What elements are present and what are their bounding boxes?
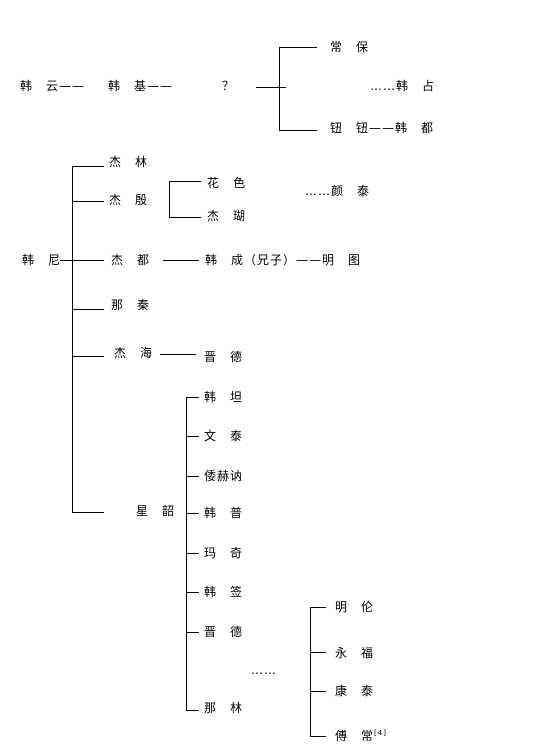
person-jin-de: 晋 德 <box>204 350 244 364</box>
person-ma-qi: 玛 奇 <box>204 546 244 560</box>
person-na-qin: 那 秦 <box>111 298 151 312</box>
footnote-ref: [4] <box>374 729 387 737</box>
bracket-han-ni <box>72 166 73 512</box>
branch-jie-hu <box>169 217 201 218</box>
connector-unknown <box>256 87 286 88</box>
bracket-top <box>279 47 280 130</box>
unknown-person-marker: ？ <box>222 79 236 93</box>
person-jie-du: 杰 都 <box>111 253 151 267</box>
branch-jie-hai <box>72 356 104 357</box>
person-xing-shao: 星 韶 <box>136 504 176 518</box>
branch-yong-fu <box>310 652 326 653</box>
branch-wen-tai <box>186 436 199 437</box>
branch-han-tan <box>186 397 199 398</box>
person-jie-hu: 杰 瑚 <box>207 209 247 223</box>
person-han-cheng: 韩 成（兄子）——明 图 <box>205 253 362 267</box>
branch-jie-lin <box>72 166 104 167</box>
branch-na-qin <box>72 309 104 310</box>
person-hua-se: 花 色 <box>207 176 247 190</box>
branch-jin-de-2 <box>186 632 199 633</box>
connector-jie-hai <box>160 354 196 355</box>
person-chang-bao: 常 保 <box>330 40 370 54</box>
person-jie-hai: 杰 海 <box>114 346 154 360</box>
person-kang-tai: 康 泰 <box>335 684 375 698</box>
person-han-ni: 韩 尼 <box>22 253 62 267</box>
person-han-zhan: ……韩 占 <box>370 79 436 93</box>
bracket-jie-yin <box>169 181 170 217</box>
ellipsis: …… <box>251 663 277 677</box>
person-yan-tai: ……颜 泰 <box>305 184 371 198</box>
branch-fu-chang <box>310 736 326 737</box>
person-jie-yin: 杰 殷 <box>109 193 149 207</box>
branch-niu-niu <box>279 130 317 131</box>
branch-hua-se <box>169 181 201 182</box>
branch-kang-tai <box>310 691 326 692</box>
person-na-lin: 那 林 <box>204 701 244 715</box>
branch-ming-lun <box>310 607 326 608</box>
person-han-tan: 韩 坦 <box>204 390 244 404</box>
person-niu-niu: 钮 钮——韩 都 <box>330 121 435 135</box>
person-wei-he-na: 倭赫讷 <box>204 469 244 483</box>
person-han-ji: 韩 基—— <box>108 79 174 93</box>
branch-jie-du <box>72 260 104 261</box>
branch-chang-bao <box>279 47 317 48</box>
person-jie-lin: 杰 林 <box>109 155 149 169</box>
branch-ma-qi <box>186 553 199 554</box>
person-han-yun: 韩 云—— <box>20 79 86 93</box>
person-jin-de-2: 晋 德 <box>204 625 244 639</box>
person-fu-chang: 傅 常[4] <box>335 729 387 743</box>
branch-han-pu <box>186 513 199 514</box>
branch-xing-shao <box>72 512 104 513</box>
person-ming-lun: 明 伦 <box>335 600 375 614</box>
bracket-grandchildren <box>310 607 311 736</box>
person-yong-fu: 永 福 <box>335 646 375 660</box>
branch-na-lin <box>186 710 199 711</box>
person-han-qian: 韩 签 <box>204 585 244 599</box>
branch-jie-yin <box>72 201 104 202</box>
person-han-pu: 韩 普 <box>204 506 244 520</box>
connector-han-ni <box>60 260 72 261</box>
branch-wei-he-na <box>186 476 199 477</box>
branch-han-qian <box>186 592 199 593</box>
connector-jie-du <box>163 260 199 261</box>
person-wen-tai: 文 泰 <box>204 429 244 443</box>
